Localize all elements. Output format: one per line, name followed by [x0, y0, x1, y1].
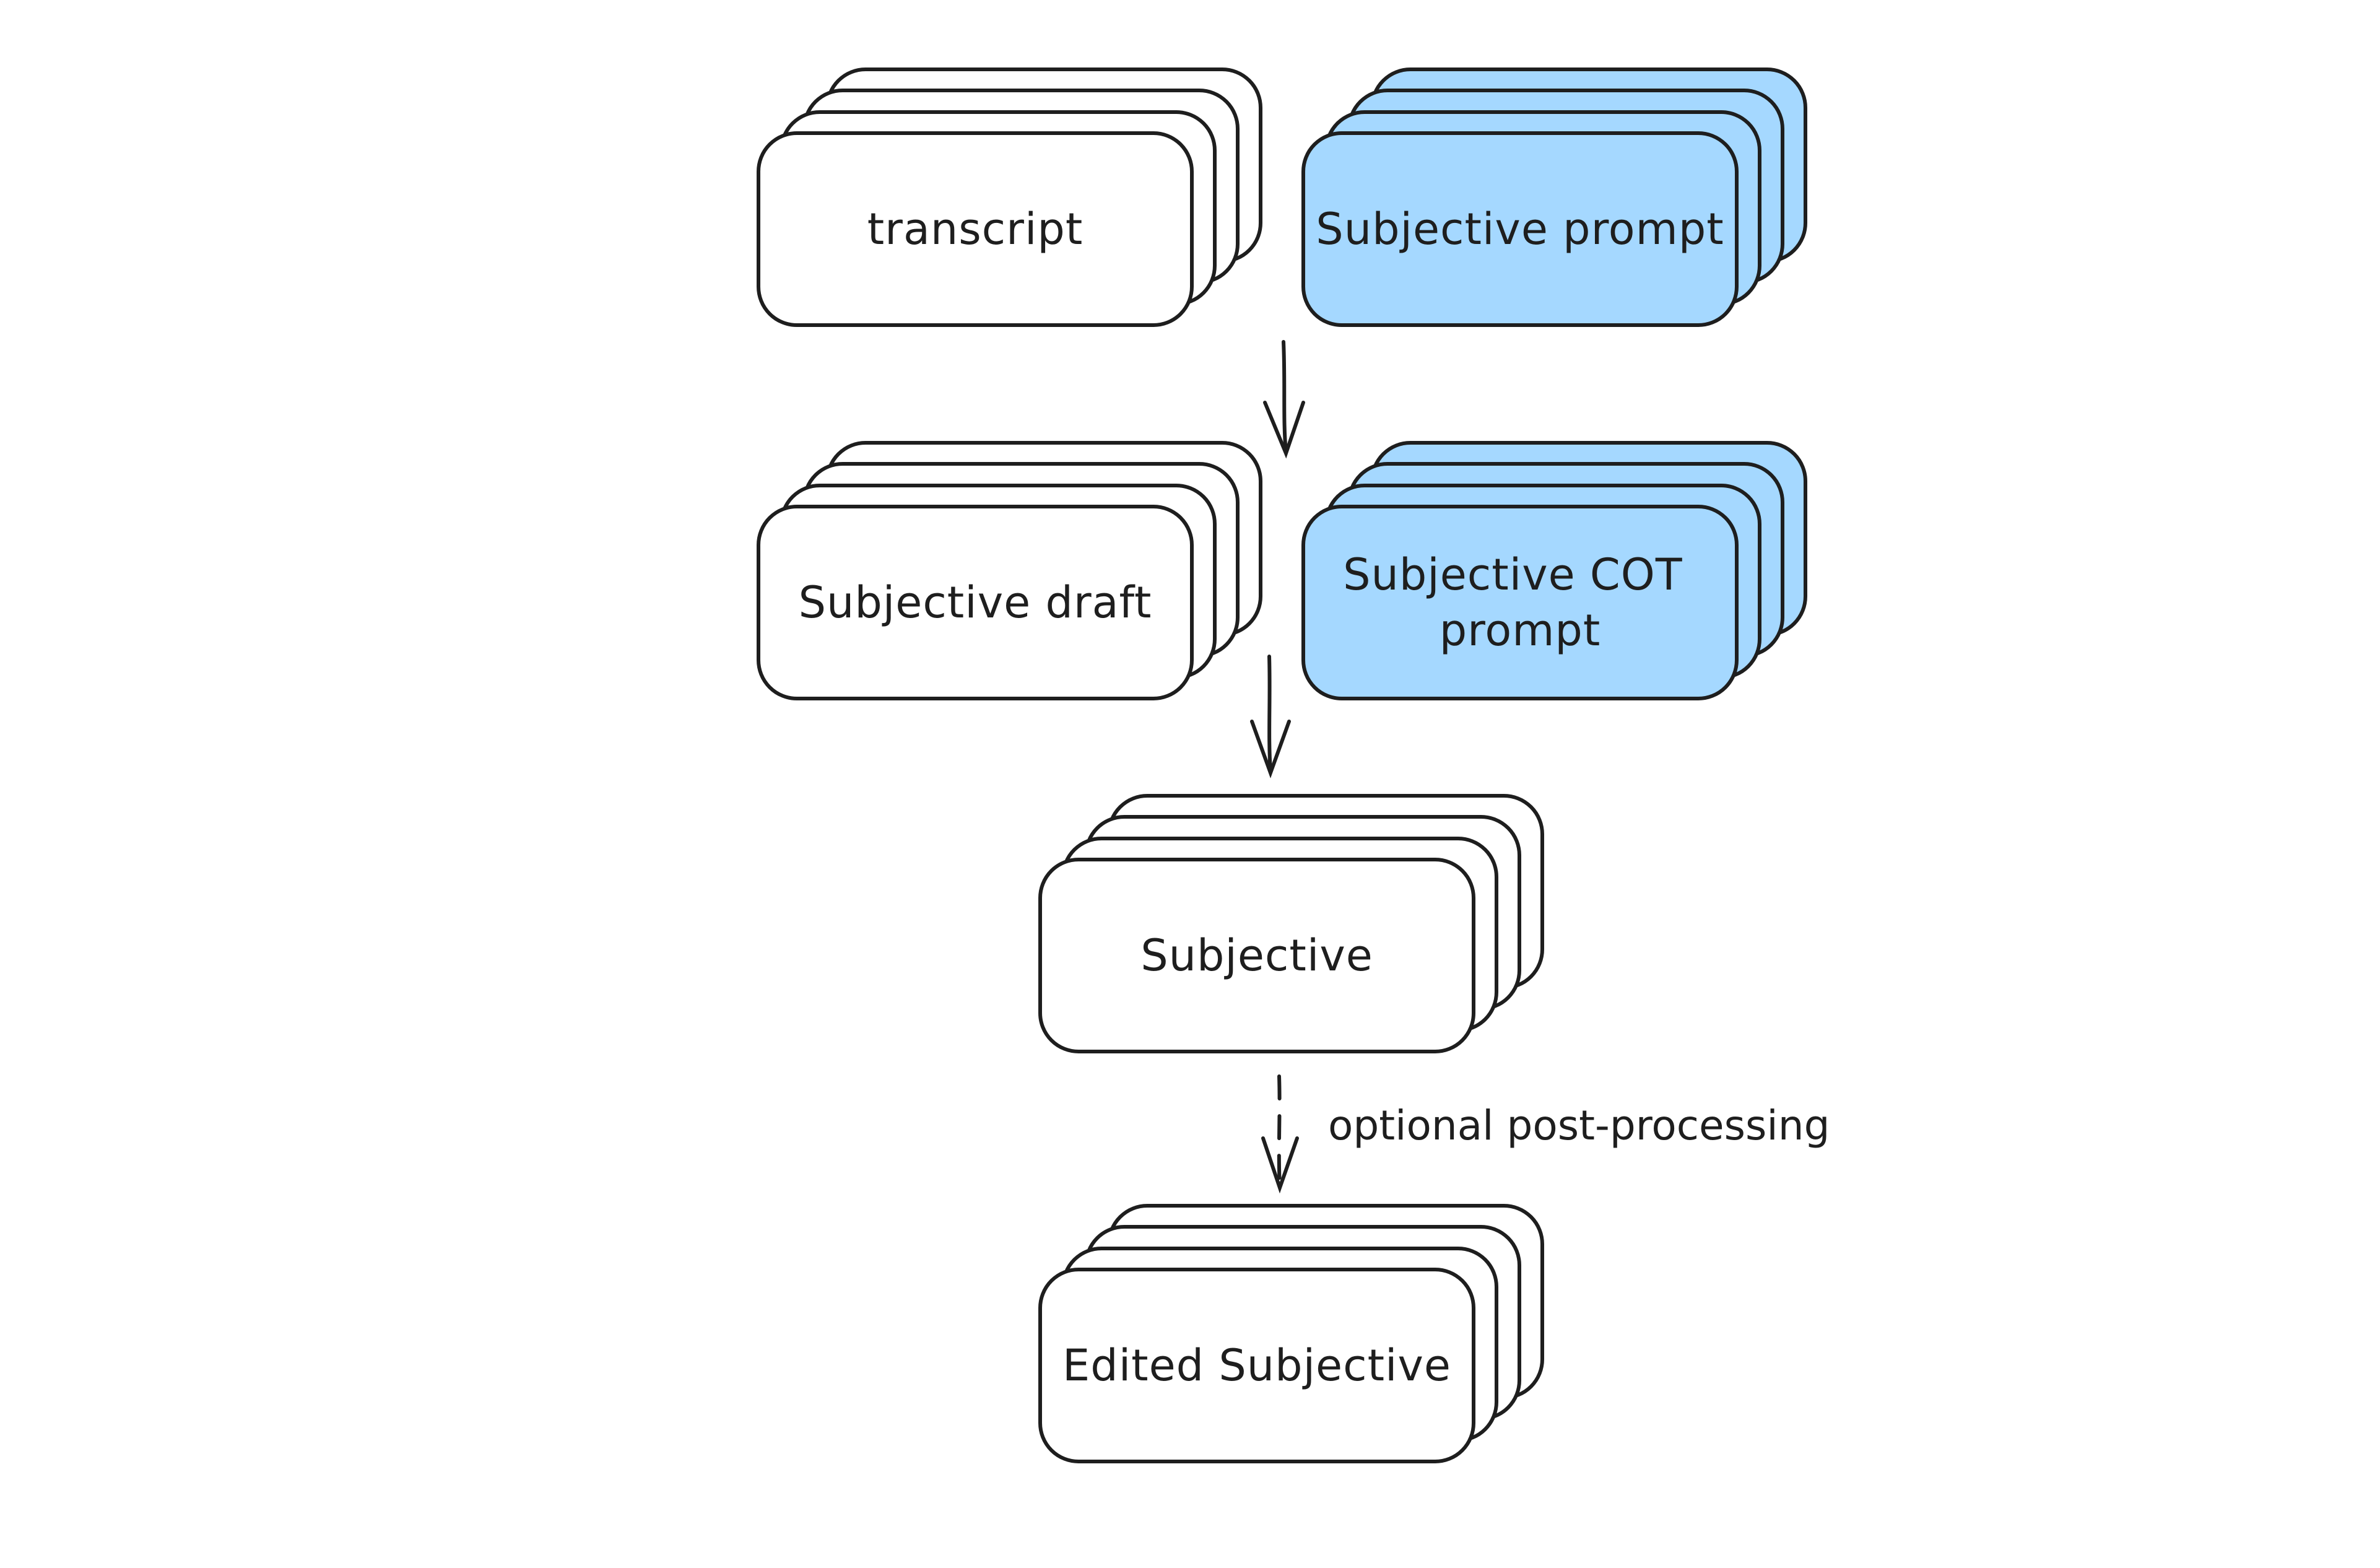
- node-subjective-card-4: [1038, 858, 1475, 1053]
- node-subjective-label-line-1: Subjective: [1140, 930, 1373, 981]
- node-edited-subjective-label-line-1: Edited Subjective: [1062, 1340, 1451, 1391]
- arrow-to-subjective-draft-head: [1263, 401, 1305, 459]
- arrow-to-subjective: [1250, 655, 1291, 778]
- node-subjective-draft-label-line-1: Subjective draft: [799, 577, 1152, 628]
- node-subjective-cot-prompt-label-line-2: prompt: [1440, 605, 1601, 656]
- arrow-to-subjective-draft: [1263, 340, 1305, 459]
- node-subjective-cot-prompt-card-4: [1301, 505, 1739, 700]
- arrow-optional-post-processing: [1261, 1074, 1299, 1194]
- arrow-optional-post-processing-head: [1261, 1136, 1299, 1194]
- node-subjective-draft-card-4: [757, 505, 1194, 700]
- arrow-to-subjective-head: [1250, 720, 1291, 778]
- node-subjective-draft[interactable]: Subjective draft: [757, 441, 1262, 700]
- node-subjective[interactable]: Subjective: [1038, 794, 1544, 1053]
- node-edited-subjective-card-4: [1038, 1268, 1475, 1463]
- node-subjective-label: Subjective: [1140, 930, 1373, 981]
- node-transcript-label: transcript: [867, 204, 1084, 255]
- arrow-to-subjective-shaft: [1267, 655, 1272, 773]
- node-subjective-prompt-label-line-1: Subjective prompt: [1316, 204, 1724, 255]
- arrow-optional-post-processing-shaft: [1277, 1074, 1282, 1188]
- arrow-to-subjective-draft-shaft: [1282, 340, 1288, 454]
- node-transcript-card-4: [757, 131, 1194, 327]
- node-subjective-cot-prompt-label: Subjective COT prompt: [1343, 549, 1697, 656]
- node-edited-subjective[interactable]: Edited Subjective: [1038, 1204, 1544, 1463]
- node-edited-subjective-label: Edited Subjective: [1062, 1340, 1451, 1391]
- optional-post-processing-label: optional post-processing: [1328, 1102, 1830, 1149]
- node-subjective-prompt[interactable]: Subjective prompt: [1301, 68, 1807, 327]
- node-subjective-prompt-card-4: [1301, 131, 1739, 327]
- node-subjective-prompt-label: Subjective prompt: [1316, 204, 1724, 255]
- node-transcript[interactable]: transcript: [757, 68, 1262, 327]
- node-transcript-label-line-1: transcript: [867, 204, 1084, 255]
- node-subjective-cot-prompt-label-line-1: Subjective COT: [1343, 549, 1683, 600]
- node-subjective-draft-label: Subjective draft: [799, 577, 1152, 628]
- node-subjective-cot-prompt[interactable]: Subjective COT prompt: [1301, 441, 1807, 700]
